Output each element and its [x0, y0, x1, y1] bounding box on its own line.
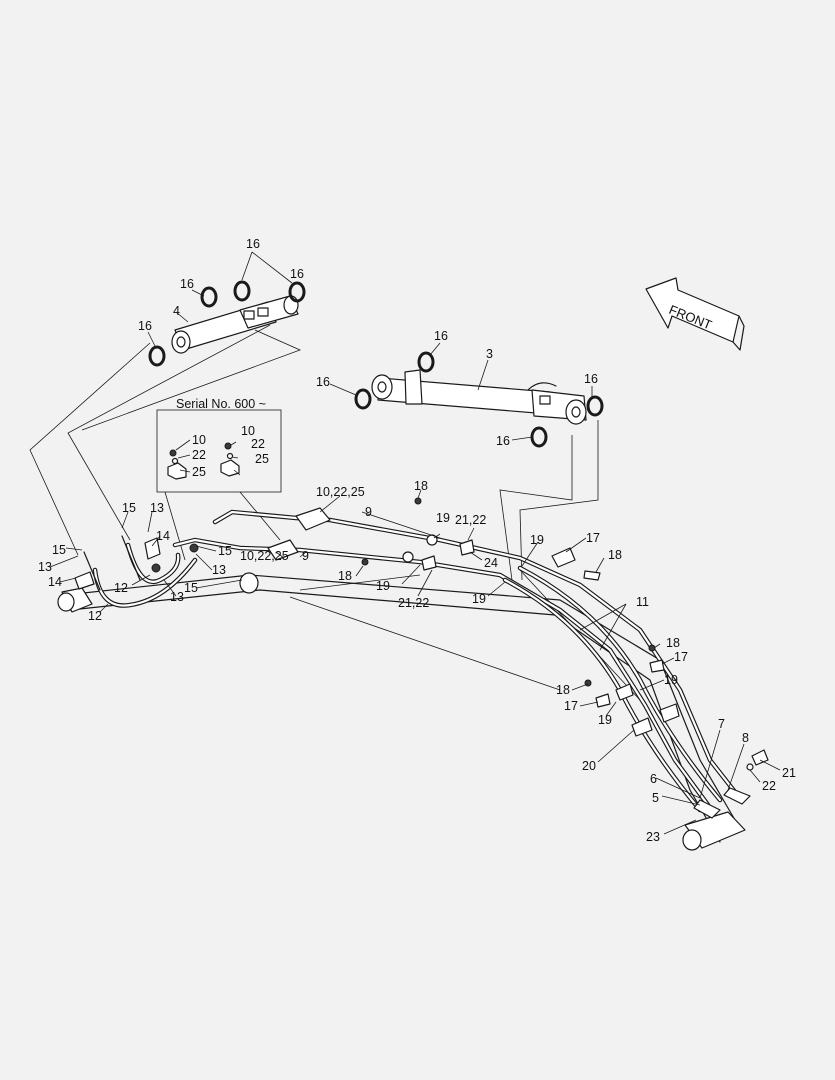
callout: 21,22	[398, 596, 429, 610]
callout: 19	[530, 533, 544, 547]
callout: 10,22,25	[240, 549, 289, 563]
callout: 3	[486, 347, 493, 361]
callout: 16	[584, 372, 598, 386]
callout: 16	[138, 319, 152, 333]
callout: 6	[650, 772, 657, 786]
callout: 18	[338, 569, 352, 583]
callout: 10	[241, 424, 255, 438]
callout: 16	[316, 375, 330, 389]
callout: 18	[556, 683, 570, 697]
callout: 21	[782, 766, 796, 780]
boom-body	[57, 572, 746, 851]
callout: 19	[664, 673, 678, 687]
callout: 24	[484, 556, 498, 570]
callout: 13	[170, 590, 184, 604]
callout: 9	[365, 505, 372, 519]
callout: 9	[302, 549, 309, 563]
callout: 22	[192, 448, 206, 462]
callout: 22	[251, 437, 265, 451]
callout: 8	[742, 731, 749, 745]
callout-labels: 16 16 16 16 4 16 3 16 16 16 10 22 25 10 …	[38, 237, 796, 844]
callout: 16	[434, 329, 448, 343]
callout: 17	[674, 650, 688, 664]
callout: 18	[608, 548, 622, 562]
leader-lines	[49, 251, 781, 835]
callout: 25	[255, 452, 269, 466]
callout: 16	[246, 237, 260, 251]
callout: 15	[218, 544, 232, 558]
cylinder-4	[171, 295, 299, 354]
hoses-12	[83, 535, 198, 608]
callout: 22	[762, 779, 776, 793]
callout: 18	[414, 479, 428, 493]
callout: 12	[88, 609, 102, 623]
steel-pipes-9	[172, 509, 738, 808]
callout: 20	[582, 759, 596, 773]
callout: 19	[598, 713, 612, 727]
callout: 13	[212, 563, 226, 577]
callout: 19	[436, 511, 450, 525]
callout: 12	[114, 581, 128, 595]
callout: 5	[652, 791, 659, 805]
callout: 19	[472, 592, 486, 606]
callout: 16	[496, 434, 510, 448]
callout: 21,22	[455, 513, 486, 527]
cylinder-3	[371, 369, 587, 425]
callout: 15	[184, 581, 198, 595]
o-ring-seals-16	[148, 280, 306, 367]
callout: 10	[192, 433, 206, 447]
fittings	[74, 497, 769, 819]
callout: 16	[180, 277, 194, 291]
callout: 11	[636, 595, 649, 609]
front-arrow-icon: FRONT	[645, 277, 745, 351]
callout: 23	[646, 830, 660, 844]
callout: 15	[52, 543, 66, 557]
callout: 15	[122, 501, 136, 515]
callout: 16	[290, 267, 304, 281]
callout: 7	[718, 717, 725, 731]
callout: 18	[666, 636, 680, 650]
callout: 25	[192, 465, 206, 479]
serial-inset: Serial No. 600 ~	[156, 397, 282, 493]
serial-label: Serial No. 600 ~	[176, 397, 266, 411]
callout: 4	[173, 304, 180, 318]
callout: 13	[38, 560, 52, 574]
callout: 19	[376, 579, 390, 593]
callout: 14	[48, 575, 62, 589]
callout: 17	[564, 699, 578, 713]
callout: 13	[150, 501, 164, 515]
callout: 10,22,25	[316, 485, 365, 499]
callout: 14	[156, 529, 170, 543]
callout: 17	[586, 531, 600, 545]
